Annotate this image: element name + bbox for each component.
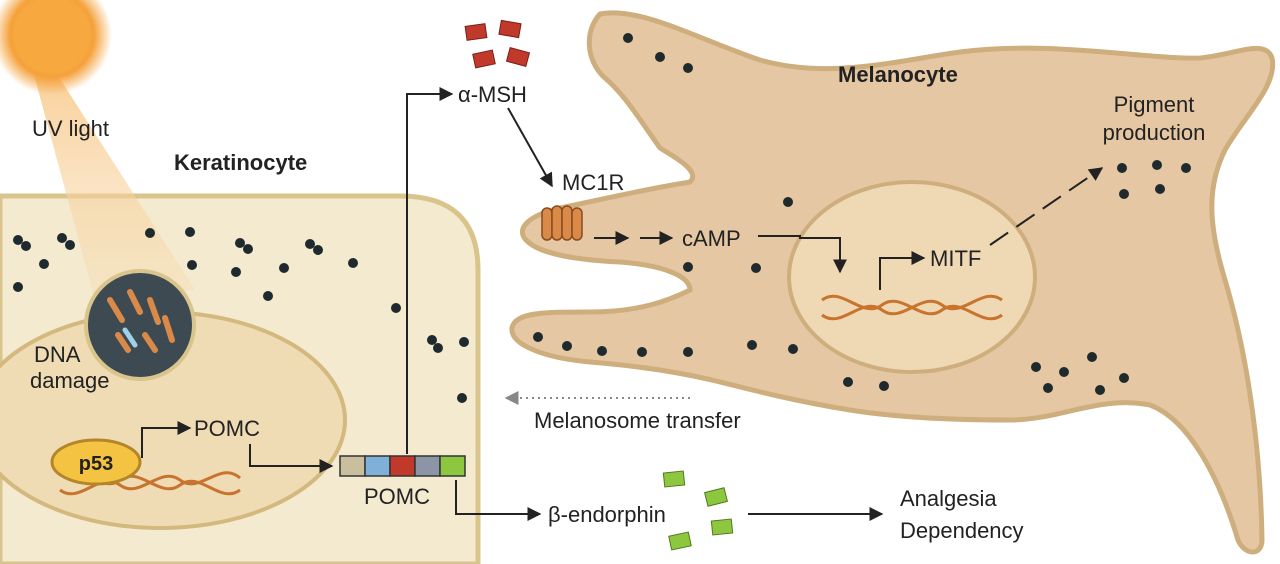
analgesia-label: Analgesia bbox=[900, 486, 997, 511]
dna-damage-line1: DNA bbox=[34, 342, 81, 367]
alpha-msh-label: α-MSH bbox=[458, 82, 527, 107]
alpha-msh-blocks bbox=[464, 19, 531, 69]
pomc-to-beta-endorphin-arrow bbox=[455, 480, 542, 521]
pigment-line1: Pigment bbox=[1114, 92, 1195, 117]
uv-beam bbox=[30, 60, 195, 300]
melanocyte-nucleus bbox=[787, 180, 1037, 374]
mitf-label: MITF bbox=[930, 246, 981, 271]
camp-label: cAMP bbox=[682, 226, 741, 251]
camp-to-dna-arrow bbox=[758, 235, 847, 274]
melanocyte-dna-icon bbox=[821, 294, 1003, 321]
pomc-protein-bar bbox=[339, 455, 466, 477]
pomc-gene-label: POMC bbox=[194, 416, 260, 441]
beta-endorphin-label: β-endorphin bbox=[548, 502, 666, 527]
dependency-label: Dependency bbox=[900, 518, 1024, 543]
keratinocyte-label: Keratinocyte bbox=[174, 150, 307, 175]
dna-damage-icon bbox=[84, 269, 196, 381]
keratinocyte-melanosomes bbox=[13, 227, 469, 403]
mitf-promoter-arrow bbox=[879, 251, 926, 290]
melanosome-transfer-label: Melanosome transfer bbox=[534, 408, 741, 433]
sun-icon bbox=[0, 0, 112, 95]
pomc-to-alpha-msh-arrow bbox=[406, 87, 454, 454]
p53-protein: p53 bbox=[50, 438, 142, 486]
p53-label: p53 bbox=[79, 453, 113, 475]
pomc-gene-to-protein-arrow bbox=[249, 444, 334, 473]
melanocyte-label: Melanocyte bbox=[838, 62, 958, 87]
pigment-line2: production bbox=[1103, 120, 1206, 145]
beta-endorphin-blocks bbox=[662, 470, 734, 551]
mc1r-receptor-icon bbox=[541, 205, 583, 241]
mc1r-label: MC1R bbox=[562, 170, 624, 195]
alpha-msh-to-mc1r-arrow bbox=[507, 107, 553, 188]
pomc-protein-label: POMC bbox=[364, 484, 430, 509]
melanocyte-melanosomes bbox=[533, 33, 1191, 395]
uv-light-label: UV light bbox=[32, 116, 109, 141]
dna-damage-line2: damage bbox=[30, 368, 110, 393]
mitf-to-pigment-arrow bbox=[989, 167, 1104, 246]
p53-to-pomc-arrow bbox=[141, 421, 192, 458]
